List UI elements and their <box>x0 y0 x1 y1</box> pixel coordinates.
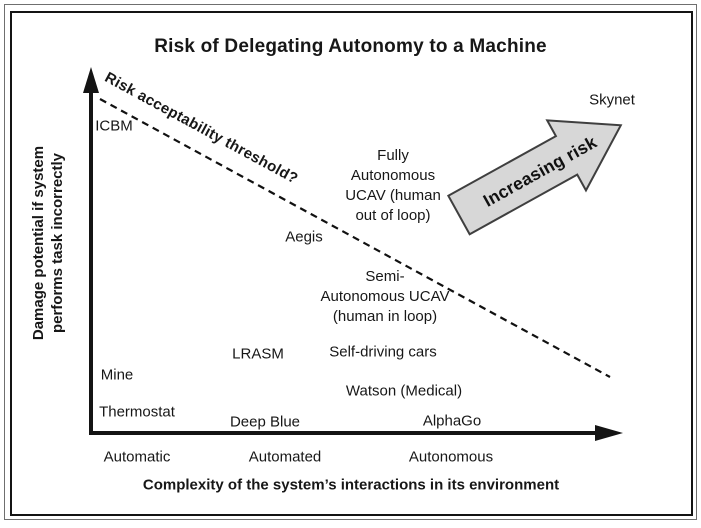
block-arrow-icon <box>446 119 623 236</box>
point-label-deep-blue: Deep Blue <box>229 413 301 431</box>
increasing-risk-arrow: Increasing risk <box>446 119 623 236</box>
point-label-icbm: ICBM <box>95 117 133 135</box>
point-label-aegis: Aegis <box>285 228 323 246</box>
point-label-self-driving-cars: Self-driving cars <box>329 343 437 361</box>
chart-frame <box>10 11 693 516</box>
y-axis-label: Damage potential if system performs task… <box>30 145 66 341</box>
outer-frame <box>4 4 697 520</box>
x-tick-autonomous: Autonomous <box>408 448 494 466</box>
y-axis <box>83 67 99 433</box>
point-label-watson-medical: Watson (Medical) <box>345 382 463 400</box>
y-axis-arrowhead-icon <box>83 67 99 93</box>
x-axis-arrowhead-icon <box>595 425 623 441</box>
x-tick-automatic: Automatic <box>103 448 171 466</box>
x-axis <box>89 425 623 441</box>
threshold-dashed-line <box>99 98 611 378</box>
point-label-thermostat: Thermostat <box>99 403 175 421</box>
point-label-semi-autonomous-ucav: Semi- Autonomous UCAV (human in loop) <box>320 268 450 325</box>
x-axis-label: Complexity of the system’s interactions … <box>142 476 560 494</box>
point-label-skynet: Skynet <box>589 91 635 109</box>
point-label-fully-autonomous-ucav: Fully Autonomous UCAV (human out of loop… <box>345 147 441 224</box>
x-tick-automated: Automated <box>248 448 322 466</box>
point-label-mine: Mine <box>100 366 134 384</box>
point-label-alphago: AlphaGo <box>422 412 482 430</box>
point-label-lrasm: LRASM <box>232 345 284 363</box>
chart-title: Risk of Delegating Autonomy to a Machine <box>154 36 547 57</box>
